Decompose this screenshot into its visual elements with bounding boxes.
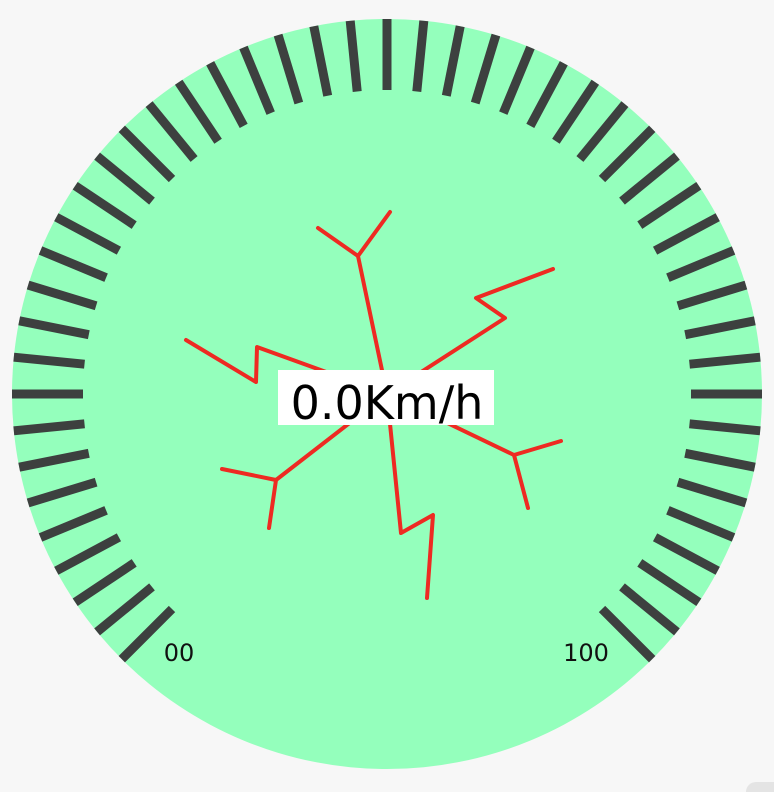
tick-mark bbox=[526, 61, 568, 129]
tick-mark bbox=[412, 20, 429, 92]
tick-mark bbox=[118, 125, 176, 183]
tick-mark bbox=[684, 316, 756, 340]
crack-line-upper-right bbox=[385, 267, 555, 396]
tick-mark bbox=[94, 583, 155, 636]
crack-line-bottom bbox=[385, 392, 435, 600]
crack-line-lower-left-branch bbox=[220, 467, 278, 482]
tick-mark bbox=[206, 61, 248, 129]
tick-mark bbox=[273, 33, 304, 105]
tick-mark bbox=[499, 45, 535, 115]
tick-mark bbox=[26, 280, 98, 311]
tick-mark bbox=[239, 45, 275, 115]
tick-mark bbox=[676, 477, 748, 508]
tick-mark bbox=[54, 533, 122, 575]
tick-mark bbox=[54, 213, 122, 255]
tick-mark bbox=[470, 33, 501, 105]
tick-mark bbox=[72, 181, 137, 229]
tick-mark bbox=[552, 79, 600, 144]
speed-readout-background bbox=[278, 370, 494, 425]
tick-mark bbox=[145, 101, 198, 162]
tick-mark bbox=[689, 352, 761, 369]
min-speed-label: 00 bbox=[164, 639, 195, 667]
tick-mark bbox=[598, 125, 656, 183]
corner-decoration bbox=[746, 782, 774, 792]
max-speed-label: 100 bbox=[563, 639, 609, 667]
tick-mark bbox=[676, 280, 748, 311]
tick-mark bbox=[666, 246, 736, 282]
tick-mark bbox=[576, 101, 629, 162]
tick-mark bbox=[441, 25, 465, 97]
tick-mark bbox=[72, 559, 137, 607]
crack-line-top-branch bbox=[316, 226, 360, 258]
tick-mark bbox=[666, 506, 736, 542]
tick-mark bbox=[13, 419, 85, 436]
tick-mark bbox=[652, 213, 720, 255]
tick-mark bbox=[637, 181, 702, 229]
tick-mark bbox=[13, 352, 85, 369]
tick-mark bbox=[38, 246, 108, 282]
tick-mark bbox=[652, 533, 720, 575]
tick-mark bbox=[18, 316, 90, 340]
tick-mark bbox=[309, 25, 333, 97]
tick-mark bbox=[684, 448, 756, 472]
tick-mark bbox=[689, 419, 761, 436]
tick-mark bbox=[18, 448, 90, 472]
tick-mark bbox=[38, 506, 108, 542]
tick-mark bbox=[118, 605, 176, 663]
tick-mark bbox=[598, 605, 656, 663]
tick-mark bbox=[637, 559, 702, 607]
tick-mark bbox=[174, 79, 222, 144]
tick-mark bbox=[345, 20, 362, 92]
tick-mark bbox=[619, 152, 680, 205]
tick-mark bbox=[26, 477, 98, 508]
tick-mark bbox=[619, 583, 680, 636]
speed-readout: 0.0Km/h bbox=[291, 376, 484, 430]
tick-mark bbox=[94, 152, 155, 205]
tick-ring bbox=[12, 19, 762, 663]
crack-line-right-branch bbox=[512, 439, 563, 457]
